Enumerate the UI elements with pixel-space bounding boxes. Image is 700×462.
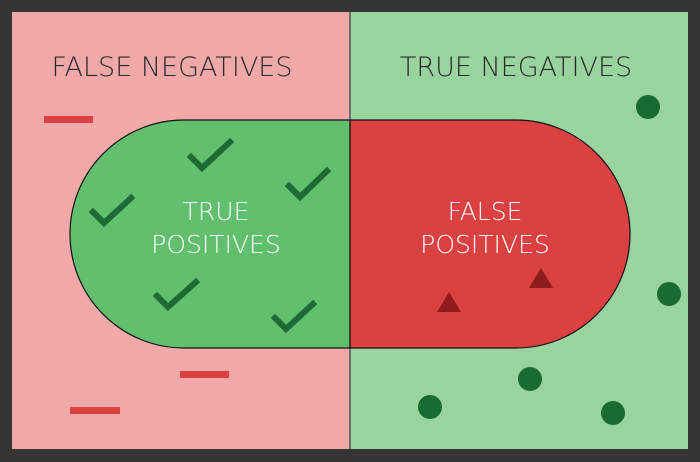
circle-icon (418, 395, 442, 419)
false-positives-label-line2: POSITIVES (420, 230, 549, 259)
circle-icon (657, 282, 681, 306)
triangle-icon (437, 292, 461, 312)
check-icon (270, 299, 318, 334)
dash-icon (70, 407, 120, 414)
true-negatives-label: TRUE NEGATIVES (400, 52, 632, 83)
true-positives-label-line2: POSITIVES (151, 230, 280, 259)
true-positives-label-line1: TRUE (183, 197, 250, 226)
check-icon (186, 137, 235, 173)
true-positives-region (69, 119, 351, 349)
false-negatives-label: FALSE NEGATIVES (51, 52, 292, 83)
circle-icon (601, 401, 625, 425)
false-positives-label-line1: FALSE (448, 197, 523, 226)
false-positives-region (349, 119, 631, 349)
circle-icon (636, 95, 660, 119)
circle-icon (518, 367, 542, 391)
dash-icon (180, 371, 229, 378)
check-icon (88, 193, 136, 228)
triangle-icon (529, 268, 553, 288)
dash-icon (44, 116, 93, 123)
check-icon (284, 166, 332, 202)
check-icon (152, 277, 201, 312)
